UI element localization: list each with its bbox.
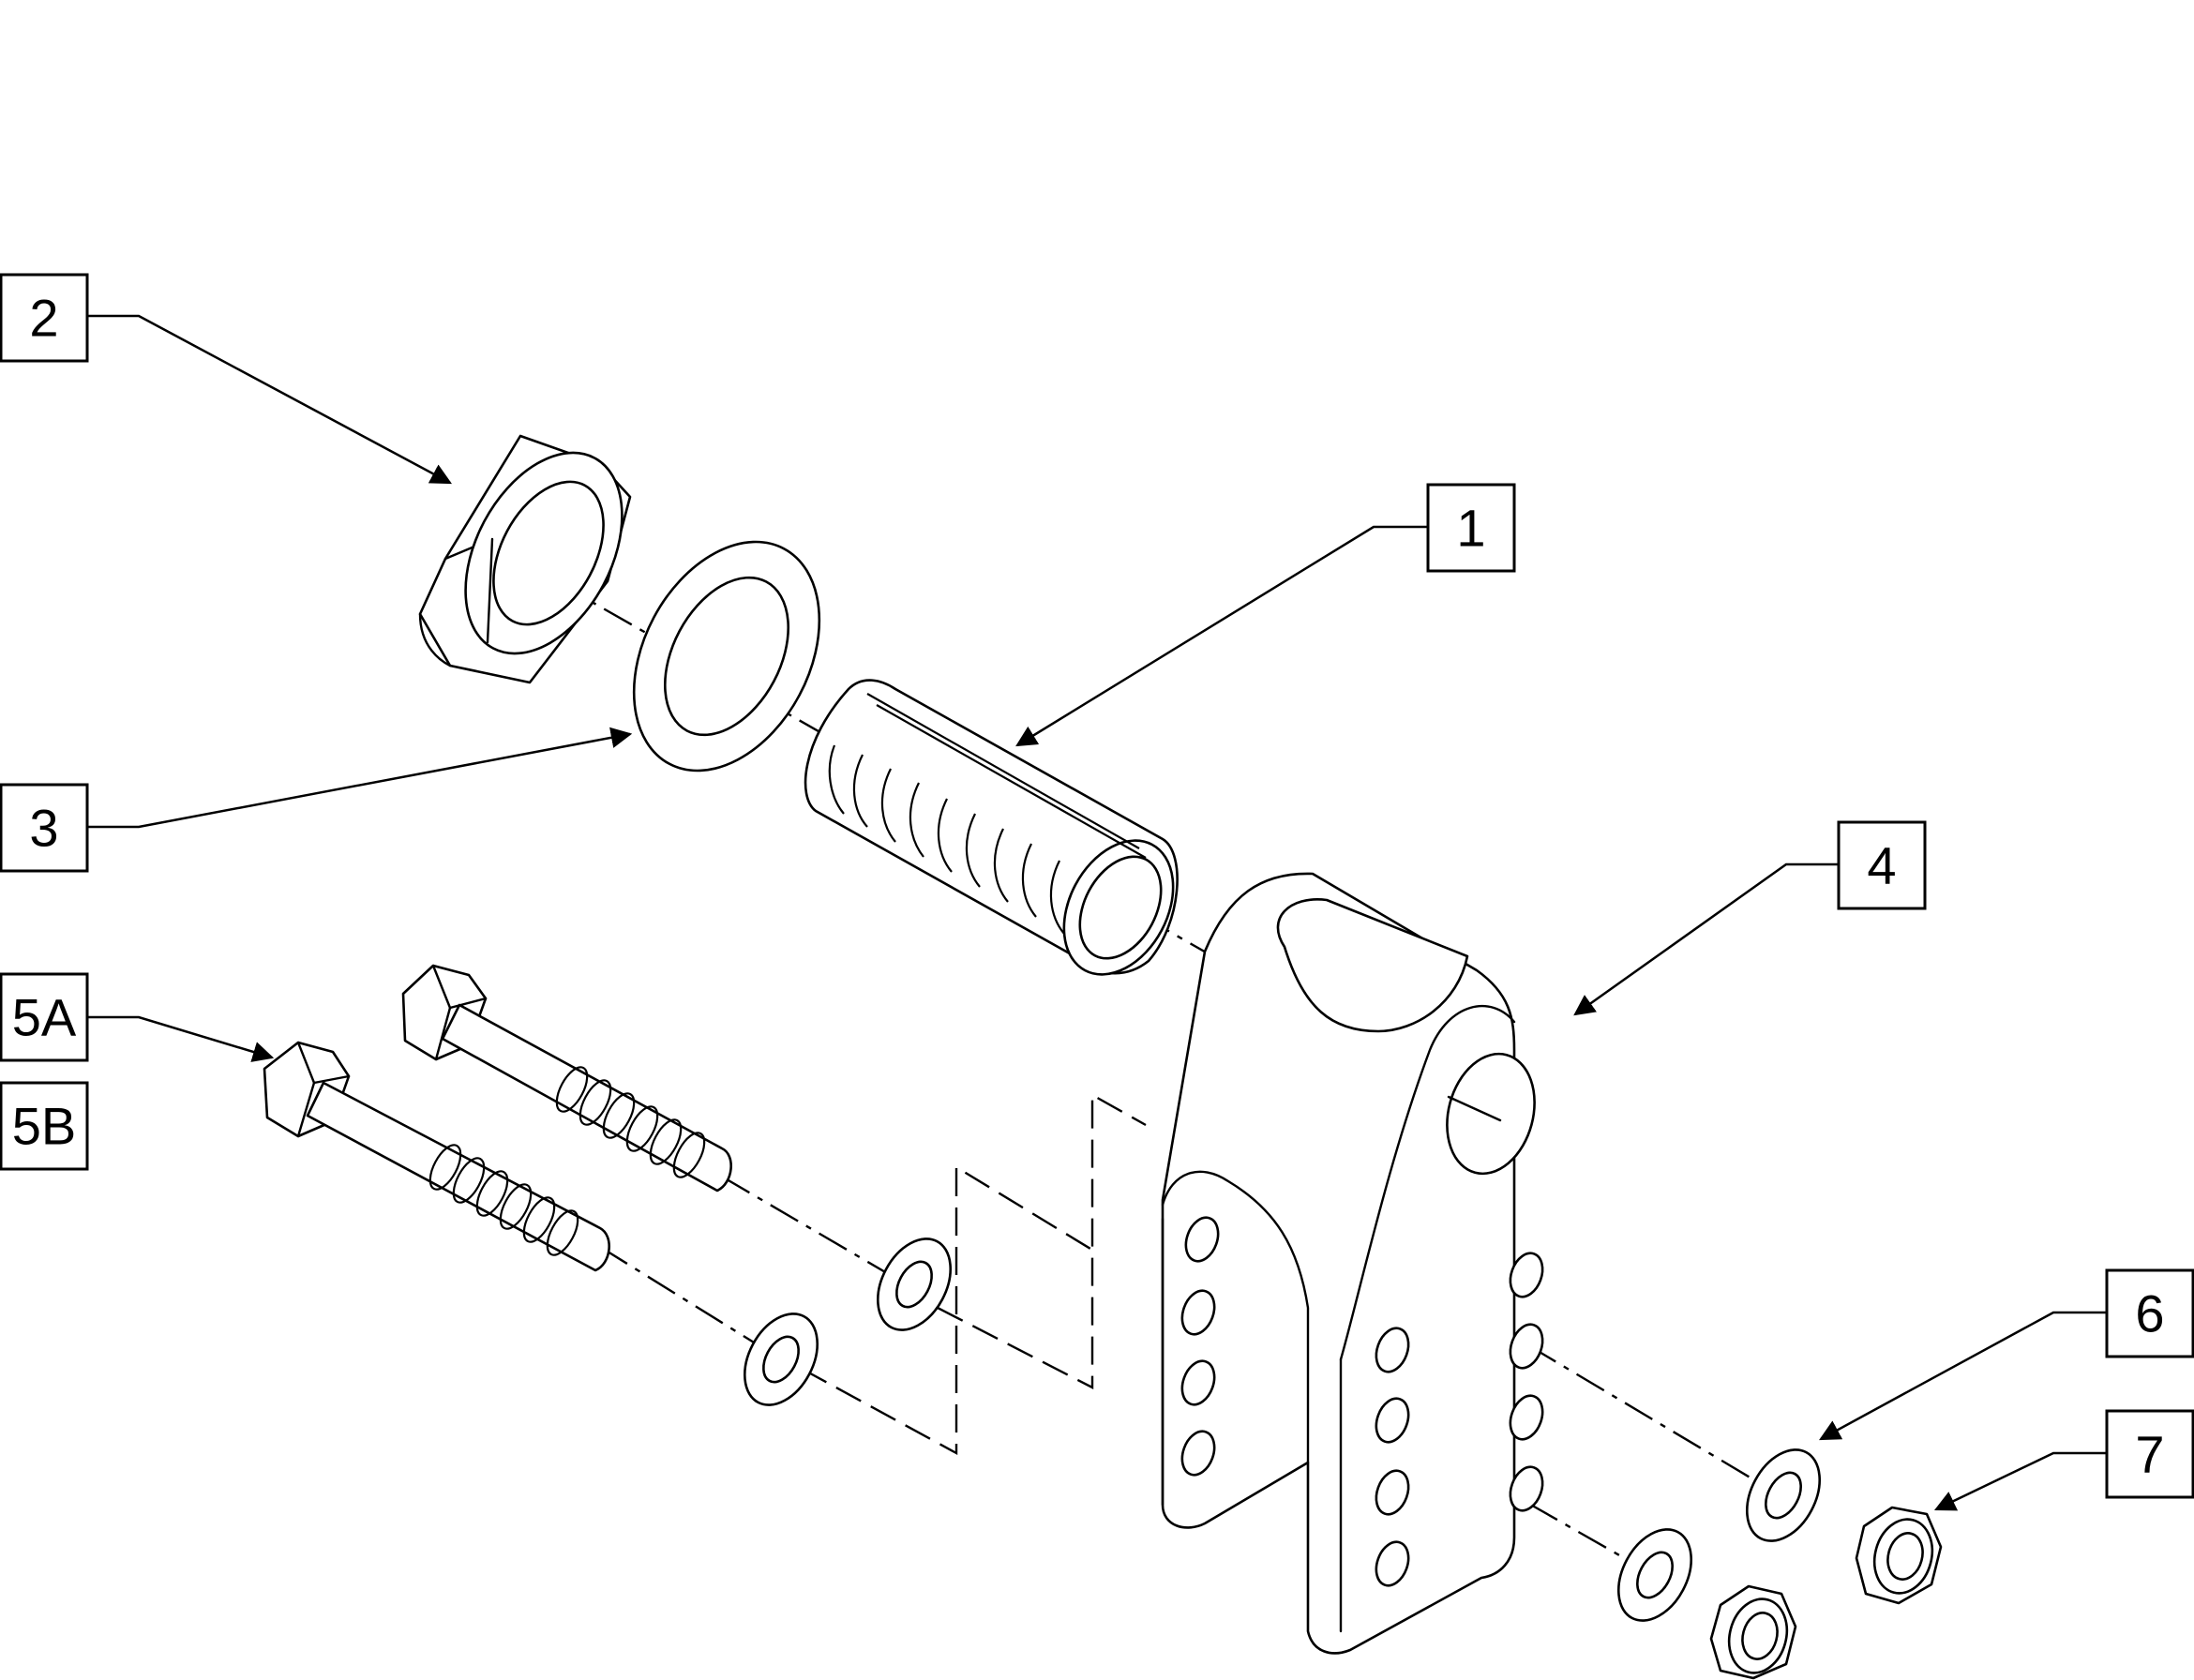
callout-label-4: 4 bbox=[1867, 836, 1896, 895]
flat-washer-large bbox=[632, 540, 821, 772]
callout-5a: 5A bbox=[0, 972, 89, 1062]
mounting-bracket bbox=[1161, 872, 1544, 1655]
small-washer-right-upper bbox=[1746, 1448, 1821, 1542]
callout-label-7: 7 bbox=[2135, 1425, 2164, 1484]
callout-5b: 5B bbox=[0, 1081, 89, 1171]
small-washer-upper-left bbox=[877, 1238, 952, 1331]
bolt-5b bbox=[263, 1041, 610, 1272]
bolt-5a bbox=[401, 964, 732, 1192]
knurled-bushing bbox=[804, 679, 1179, 976]
callout-label-5a: 5A bbox=[12, 988, 77, 1047]
callout-6: 6 bbox=[2105, 1268, 2194, 1358]
callout-label-1: 1 bbox=[1456, 499, 1485, 558]
callout-label-6: 6 bbox=[2135, 1284, 2164, 1343]
callout-4: 4 bbox=[1837, 820, 1927, 910]
callout-1: 1 bbox=[1426, 483, 1516, 573]
small-hex-nut-lower bbox=[1709, 1584, 1797, 1680]
hex-nut-large bbox=[418, 434, 632, 684]
callout-label-2: 2 bbox=[29, 289, 58, 348]
small-washer-lower-left bbox=[744, 1312, 819, 1406]
small-washer-right-lower bbox=[1617, 1528, 1692, 1622]
callout-3: 3 bbox=[0, 783, 89, 873]
callout-7: 7 bbox=[2105, 1409, 2194, 1499]
callout-leaders bbox=[86, 314, 2108, 1511]
callout-label-5b: 5B bbox=[12, 1097, 77, 1156]
callout-2: 2 bbox=[0, 273, 89, 363]
small-hex-nut-upper bbox=[1855, 1506, 1943, 1605]
callout-label-3: 3 bbox=[29, 799, 58, 858]
